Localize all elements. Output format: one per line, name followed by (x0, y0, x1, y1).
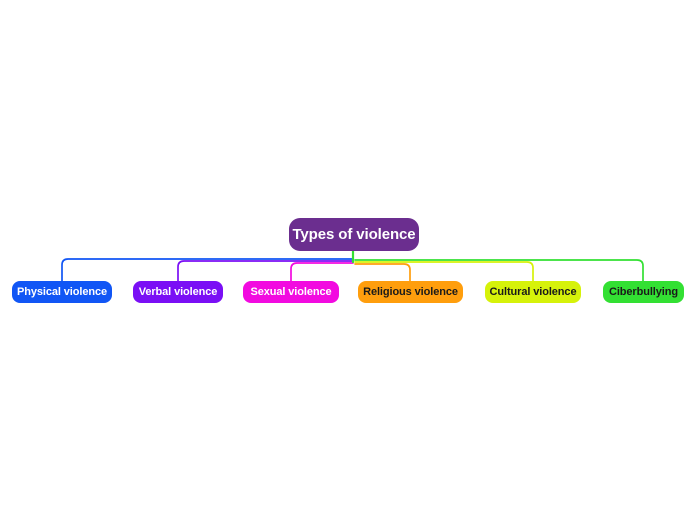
child-node-label: Physical violence (16, 286, 108, 298)
child-node-cultural-violence[interactable]: Cultural violence (485, 281, 581, 303)
child-node-ciberbullying[interactable]: Ciberbullying (603, 281, 684, 303)
child-node-religious-violence[interactable]: Religious violence (358, 281, 463, 303)
root-node-types-of-violence[interactable]: Types of violence (289, 218, 419, 251)
child-node-sexual-violence[interactable]: Sexual violence (243, 281, 339, 303)
child-node-label: Verbal violence (138, 286, 218, 298)
child-node-verbal-violence[interactable]: Verbal violence (133, 281, 223, 303)
child-node-label: Ciberbullying (609, 286, 678, 298)
child-node-label: Cultural violence (489, 286, 577, 298)
child-node-label: Sexual violence (250, 286, 332, 298)
child-node-label: Religious violence (363, 286, 458, 298)
child-node-physical-violence[interactable]: Physical violence (12, 281, 112, 303)
root-node-label: Types of violence (292, 226, 416, 243)
